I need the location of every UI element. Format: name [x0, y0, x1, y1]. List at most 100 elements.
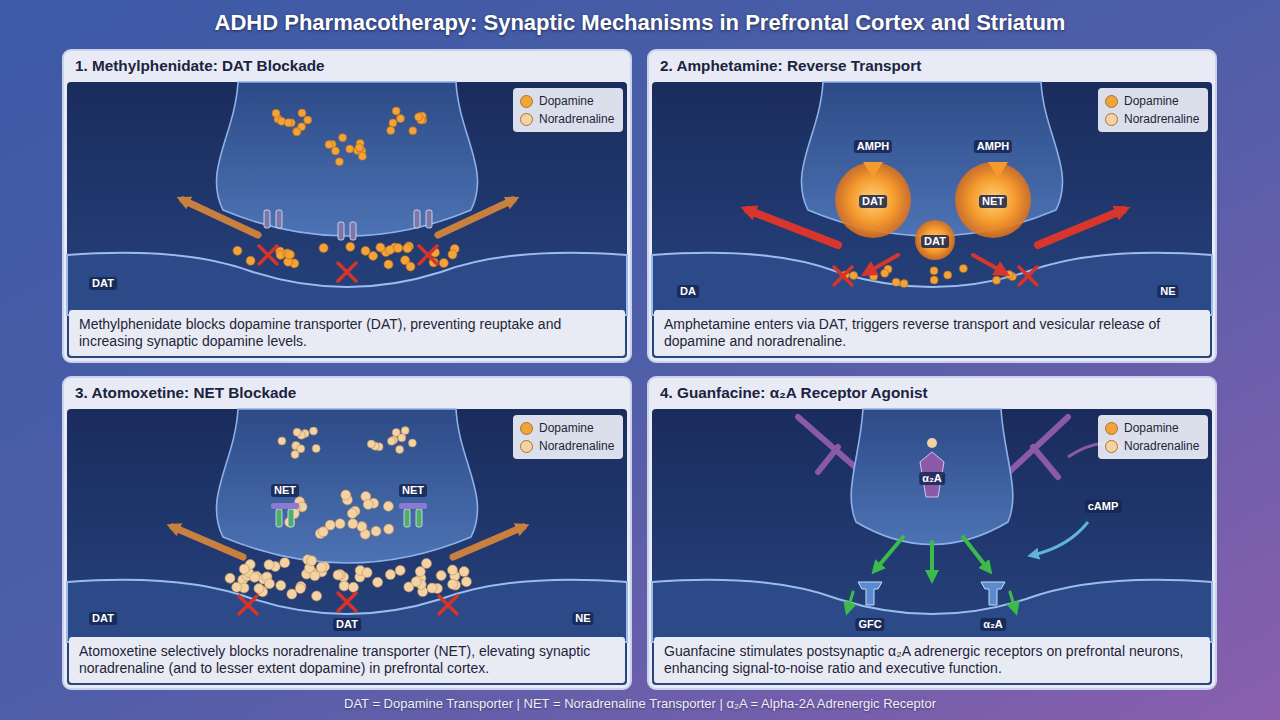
- label-anchor: NE: [1157, 281, 1178, 299]
- flow-arrow: [848, 592, 853, 609]
- legend-swatch: [1105, 95, 1118, 108]
- transmitter-dot: [333, 570, 343, 580]
- transmitter-dot: [312, 591, 322, 601]
- transmitter-dot: [427, 583, 437, 593]
- blocked-mark: [259, 246, 277, 264]
- footer-anchor: DAT = Dopamine Transporter | NET = Norad…: [0, 696, 1280, 711]
- transmitter-dot: [347, 509, 357, 519]
- transmitter-dot: [892, 278, 900, 286]
- illustration-ground: [652, 82, 1212, 358]
- blocked-mark: [834, 267, 852, 285]
- legend-text: Dopamine: [539, 421, 594, 435]
- transmitter-dot: [319, 244, 328, 253]
- transmitter-dot: [254, 584, 264, 594]
- postsynaptic-membrane: [67, 253, 627, 315]
- transmitter-dot: [232, 582, 242, 592]
- flow-arrow: [868, 255, 898, 272]
- illustration-ground: [652, 409, 1212, 685]
- transmitter-dot: [881, 269, 889, 277]
- transmitter-dot: [408, 439, 416, 447]
- structure-label: NET: [399, 484, 427, 497]
- postsynaptic-membrane: [652, 253, 1212, 315]
- legend-row: Noradrenaline: [1105, 437, 1201, 455]
- structure-label: DAT: [333, 618, 361, 631]
- label-anchor: DAT: [333, 614, 361, 632]
- structure-label: cAMP: [1085, 500, 1122, 513]
- legend-text: Dopamine: [539, 94, 594, 108]
- flow-arrow: [453, 527, 523, 557]
- transmitter-dot: [272, 109, 280, 117]
- structure-label: NE: [1157, 285, 1178, 298]
- transmitter-dot: [285, 250, 294, 259]
- panel-heading: 2. Amphetamine: Reverse Transport: [660, 56, 1204, 76]
- transmitter-dot: [930, 276, 938, 284]
- panel-illustration: [648, 377, 1216, 689]
- structure-label: DAT: [859, 195, 887, 208]
- panel-frame: [63, 50, 631, 362]
- transporter-subunit: [338, 222, 344, 240]
- blocked-mark: [1019, 267, 1037, 285]
- transmitter-dot: [356, 144, 364, 152]
- structure-label: DAT: [921, 235, 949, 248]
- label-anchor: AMPH: [854, 136, 892, 154]
- caption-text: Atomoxetine selectively blocks noradrena…: [79, 643, 615, 677]
- flow-arrow: [1038, 210, 1123, 245]
- blocked-mark: [338, 593, 356, 611]
- legend-row: Dopamine: [1105, 92, 1201, 110]
- transmitter-dot: [436, 571, 446, 581]
- transmitter-dot: [850, 271, 858, 279]
- transmitter-dot: [335, 158, 343, 166]
- transmitter-dot: [384, 524, 394, 534]
- panel-heading: 3. Atomoxetine: NET Blockade: [75, 383, 619, 403]
- label-anchor: α₂A: [980, 614, 1006, 632]
- transmitter-dot: [448, 579, 458, 589]
- transmitter-dot: [348, 582, 358, 592]
- legend-swatch: [520, 422, 533, 435]
- legend-box: DopamineNoradrenaline: [1098, 88, 1208, 132]
- caption-box: Methylphenidate blocks dopamine transpor…: [69, 310, 625, 356]
- transmitter-dot: [900, 280, 908, 288]
- flow-arrow: [930, 542, 934, 577]
- transmitter-dot: [993, 276, 1001, 284]
- panel-heading: 4. Guanfacine: α₂A Receptor Agonist: [660, 383, 1204, 403]
- glowing-transporter: [955, 162, 1031, 238]
- legend-swatch: [1105, 440, 1118, 453]
- flow-arrow: [438, 200, 513, 235]
- transmitter-dot: [291, 450, 299, 458]
- transmitter-dot: [459, 567, 469, 577]
- transmitter-dot: [388, 437, 396, 445]
- presynaptic-terminal: [851, 409, 1013, 545]
- transmitter-dot: [310, 571, 320, 581]
- structure-label: AMPH: [974, 140, 1012, 153]
- label-anchor: GFC: [855, 614, 884, 632]
- label-anchor: DA: [677, 281, 699, 299]
- legend-text: Noradrenaline: [539, 112, 614, 126]
- panel-frame: [648, 377, 1216, 689]
- transmitter-dot: [386, 245, 395, 254]
- transmitter-dot: [362, 568, 372, 578]
- transmitter-dot: [394, 244, 403, 253]
- transmitter-dot: [389, 119, 397, 127]
- panel-frame: [63, 377, 631, 689]
- panel-illustration: [63, 377, 631, 689]
- transmitter-dot: [339, 581, 349, 591]
- transmitter-dot: [295, 584, 305, 594]
- caption-text: Guanfacine stimulates postsynaptic α₂A a…: [664, 643, 1200, 677]
- transporter-subunit: [350, 222, 356, 240]
- transmitter-dot: [959, 265, 967, 273]
- transmitter-dot: [1005, 271, 1013, 279]
- blocked-mark: [419, 246, 437, 264]
- legend-swatch: [520, 113, 533, 126]
- transmitter-dot: [384, 260, 393, 269]
- transmitter-dot: [409, 127, 417, 135]
- amphetamine-molecule: [863, 162, 1008, 178]
- caption-box: Atomoxetine selectively blocks noradrena…: [69, 637, 625, 683]
- transmitter-dot: [403, 244, 412, 253]
- footer-caption: DAT = Dopamine Transporter | NET = Norad…: [0, 696, 1280, 711]
- drug-panel: 1. Methylphenidate: DAT BlockadeMethylph…: [63, 50, 631, 362]
- transmitter-dot: [396, 445, 404, 453]
- transmitter-dot: [335, 519, 345, 529]
- transmitter-dot: [387, 127, 395, 135]
- transporter-subunit: [276, 509, 282, 527]
